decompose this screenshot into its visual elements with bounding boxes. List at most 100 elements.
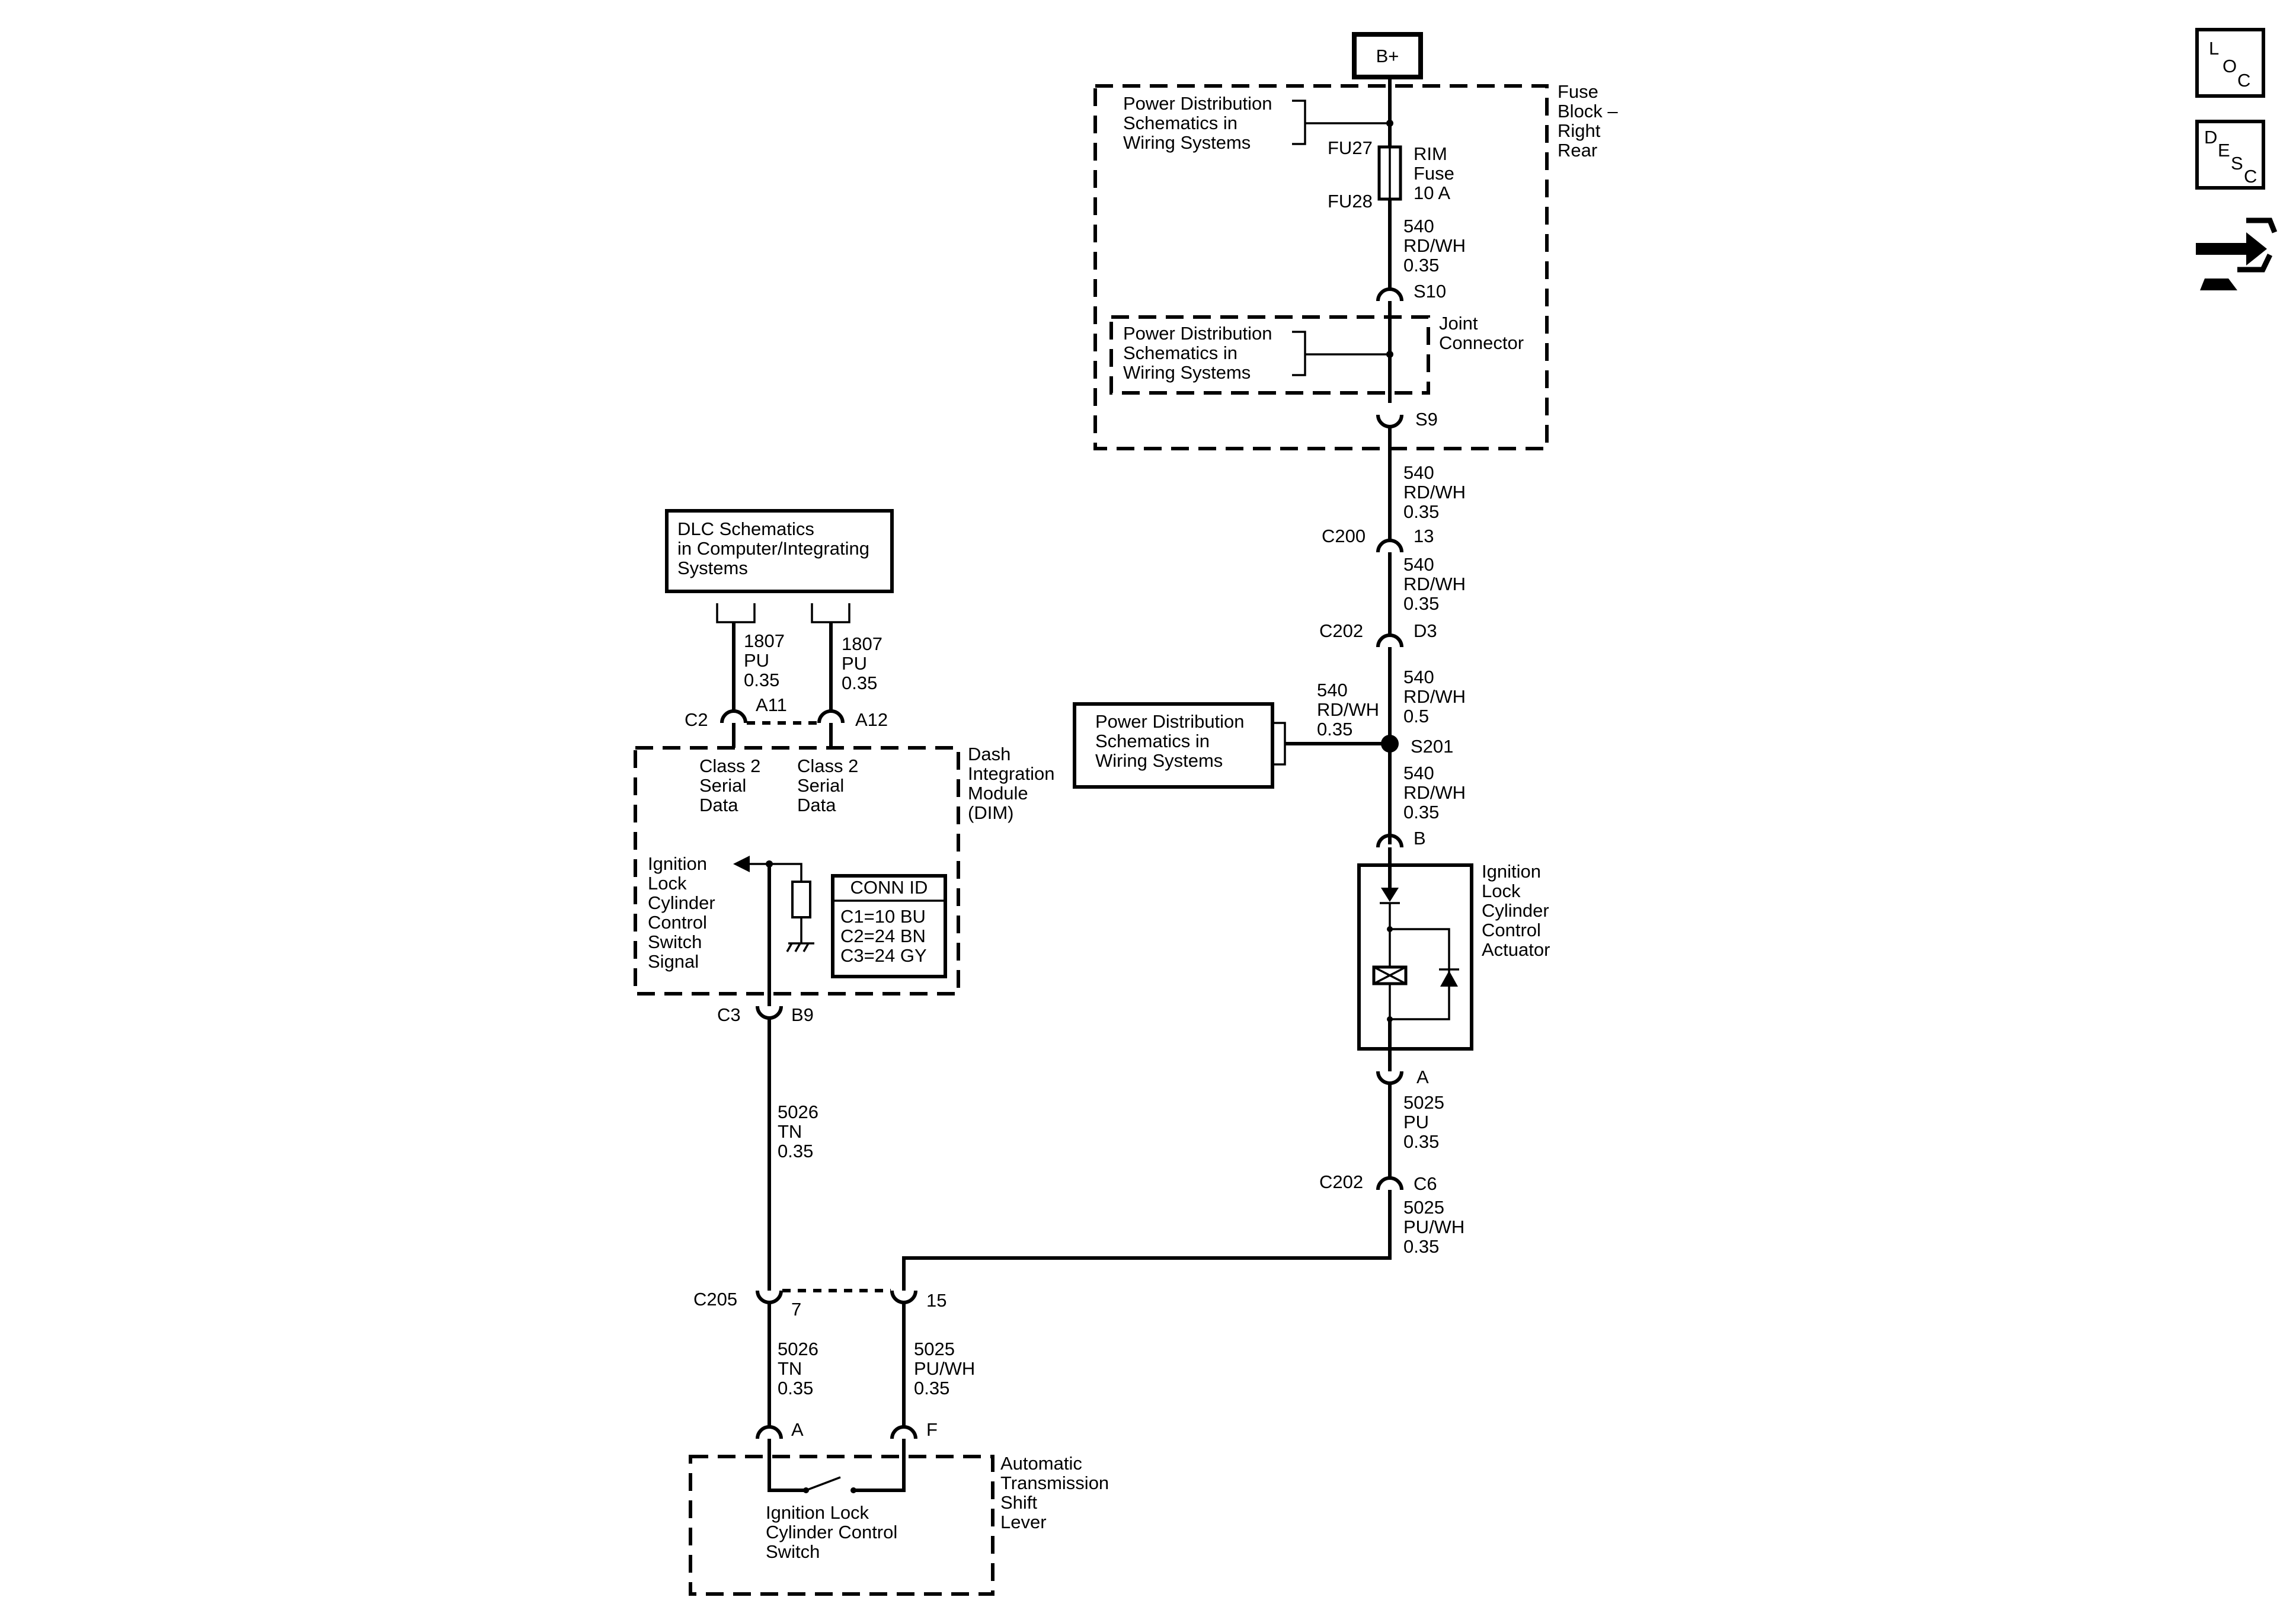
svg-text:(DIM): (DIM) <box>968 802 1013 823</box>
splice-s201-dot <box>1381 735 1399 753</box>
connector-c2-a12 <box>817 709 845 724</box>
wire-1807-label-right: 1807 PU 0.35 <box>842 633 882 693</box>
ground-icon <box>786 942 814 952</box>
conn-id-values: C1=10 BU C2=24 BN C3=24 GY <box>840 906 927 966</box>
svg-text:Wiring Systems: Wiring Systems <box>1095 750 1223 771</box>
conn-id-title: CONN ID <box>850 877 928 898</box>
connector-c205-pin-7: 7 <box>791 1299 801 1320</box>
connector-pin-f <box>890 1425 917 1439</box>
fuse-block-boundary <box>1093 84 1549 450</box>
svg-text:RD/WH: RD/WH <box>1403 482 1466 502</box>
power-distribution-ref-box[interactable] <box>1073 702 1274 789</box>
power-distribution-ref-top[interactable]: Power Distribution Schematics in Wiring … <box>1123 93 1390 153</box>
svg-text:0.35: 0.35 <box>842 673 877 693</box>
wire-1807-label-left: 1807 PU 0.35 <box>744 630 785 690</box>
dlc-schematics-ref-box[interactable] <box>665 509 894 593</box>
svg-text:TN: TN <box>778 1358 802 1379</box>
wire-540-label-3: 540 RD/WH 0.35 <box>1403 554 1466 614</box>
connector-c205-label: C205 <box>693 1289 737 1310</box>
svg-text:0.35: 0.35 <box>778 1141 813 1161</box>
svg-text:Data: Data <box>797 795 836 815</box>
wire-540-label-1: 540 RD/WH 0.35 <box>1403 216 1466 276</box>
connector-c200 <box>1376 539 1403 553</box>
wire-540-label-4: 540 RD/WH 0.5 <box>1403 667 1466 726</box>
svg-text:5026: 5026 <box>778 1102 818 1122</box>
b-plus-box <box>1352 32 1423 79</box>
power-distribution-ref-s201: Power Distribution Schematics in Wiring … <box>1095 711 1245 771</box>
wire-5025-puwh-label-1: 5025 PU/WH 0.35 <box>1403 1197 1464 1257</box>
connector-c202-d3 <box>1376 633 1403 648</box>
splice-s9-label: S9 <box>1415 409 1438 430</box>
svg-text:Serial: Serial <box>699 775 746 796</box>
description-icon[interactable]: D E S C <box>2195 120 2265 190</box>
connector-c200-pin: 13 <box>1414 526 1434 546</box>
ignition-lock-switch-icon <box>768 1439 906 1493</box>
svg-text:0.35: 0.35 <box>1403 593 1439 614</box>
connector-c2-a11 <box>720 709 747 724</box>
svg-text:Control: Control <box>1482 920 1541 940</box>
actuator-pin-b: B <box>1414 828 1426 849</box>
svg-text:540: 540 <box>1403 554 1434 575</box>
power-distribution-ref-joint[interactable]: Power Distribution Schematics in Wiring … <box>1123 323 1390 383</box>
joint-connector-label: Joint Connector <box>1439 313 1524 353</box>
svg-text:Ignition: Ignition <box>648 853 707 874</box>
svg-text:Integration: Integration <box>968 763 1055 784</box>
svg-text:PU: PU <box>1403 1112 1429 1132</box>
svg-text:DLC Schematics: DLC Schematics <box>677 518 814 539</box>
signal-arrow-icon <box>733 856 750 872</box>
connector-c205-pin-15: 15 <box>926 1290 946 1311</box>
svg-text:Connector: Connector <box>1439 332 1524 353</box>
wire-5026-label-1: 5026 TN 0.35 <box>778 1102 818 1161</box>
connector-c3-pin: B9 <box>791 1004 814 1025</box>
svg-text:Cylinder: Cylinder <box>1482 900 1549 921</box>
ignition-lock-switch-label: Ignition Lock Cylinder Control Switch <box>766 1502 897 1562</box>
svg-text:0.35: 0.35 <box>744 670 779 690</box>
svg-text:540: 540 <box>1403 462 1434 483</box>
svg-text:S: S <box>2231 153 2243 174</box>
svg-text:540: 540 <box>1403 667 1434 687</box>
pullup-resistor-icon <box>791 881 811 918</box>
svg-text:Switch: Switch <box>766 1541 820 1562</box>
svg-text:L: L <box>2209 38 2219 59</box>
svg-text:Lock: Lock <box>1482 881 1521 901</box>
svg-text:C3=24 GY: C3=24 GY <box>840 945 927 966</box>
svg-text:PU/WH: PU/WH <box>1403 1217 1464 1237</box>
svg-text:0.5: 0.5 <box>1403 706 1429 726</box>
svg-text:Switch: Switch <box>648 932 702 952</box>
svg-text:0.35: 0.35 <box>778 1378 813 1398</box>
svg-text:5025: 5025 <box>1403 1092 1444 1113</box>
wire-5026-label-2: 5026 TN 0.35 <box>778 1339 818 1398</box>
svg-text:Shift: Shift <box>1000 1492 1037 1513</box>
svg-text:Schematics in: Schematics in <box>1095 731 1210 751</box>
splice-s201-label: S201 <box>1411 736 1453 757</box>
svg-text:Power Distribution: Power Distribution <box>1123 323 1272 344</box>
flyback-diode-icon <box>1440 971 1458 987</box>
svg-text:Serial: Serial <box>797 775 844 796</box>
location-icon[interactable]: L O C <box>2195 28 2265 98</box>
connector-s9 <box>1376 414 1403 428</box>
svg-text:Control: Control <box>648 912 707 933</box>
svg-text:Signal: Signal <box>648 951 699 972</box>
svg-text:5025: 5025 <box>1403 1197 1444 1218</box>
connector-c200-label: C200 <box>1322 526 1366 546</box>
svg-text:E: E <box>2218 140 2230 161</box>
svg-text:C: C <box>2244 166 2257 187</box>
svg-text:C2=24 BN: C2=24 BN <box>840 926 926 946</box>
dim-module-boundary <box>634 746 960 996</box>
connector-hand-icon[interactable] <box>2196 217 2278 290</box>
svg-text:RD/WH: RD/WH <box>1317 699 1379 720</box>
svg-text:Class 2: Class 2 <box>797 756 858 776</box>
svg-text:10 A: 10 A <box>1414 183 1450 203</box>
svg-text:Wiring Systems: Wiring Systems <box>1123 362 1251 383</box>
svg-text:Schematics in: Schematics in <box>1123 343 1237 363</box>
connector-c202-top-label: C202 <box>1319 620 1363 641</box>
svg-text:Wiring Systems: Wiring Systems <box>1123 132 1251 153</box>
wire-5025-puwh-label-2: 5025 PU/WH 0.35 <box>914 1339 975 1398</box>
shift-lever-pin-a: A <box>791 1419 804 1440</box>
svg-text:540: 540 <box>1317 680 1348 700</box>
svg-text:RD/WH: RD/WH <box>1403 686 1466 707</box>
svg-text:Right: Right <box>1558 120 1601 141</box>
shift-lever-pin-f: F <box>926 1419 938 1440</box>
connector-c3-b9 <box>756 1006 783 1020</box>
joint-connector-boundary <box>1109 315 1430 395</box>
